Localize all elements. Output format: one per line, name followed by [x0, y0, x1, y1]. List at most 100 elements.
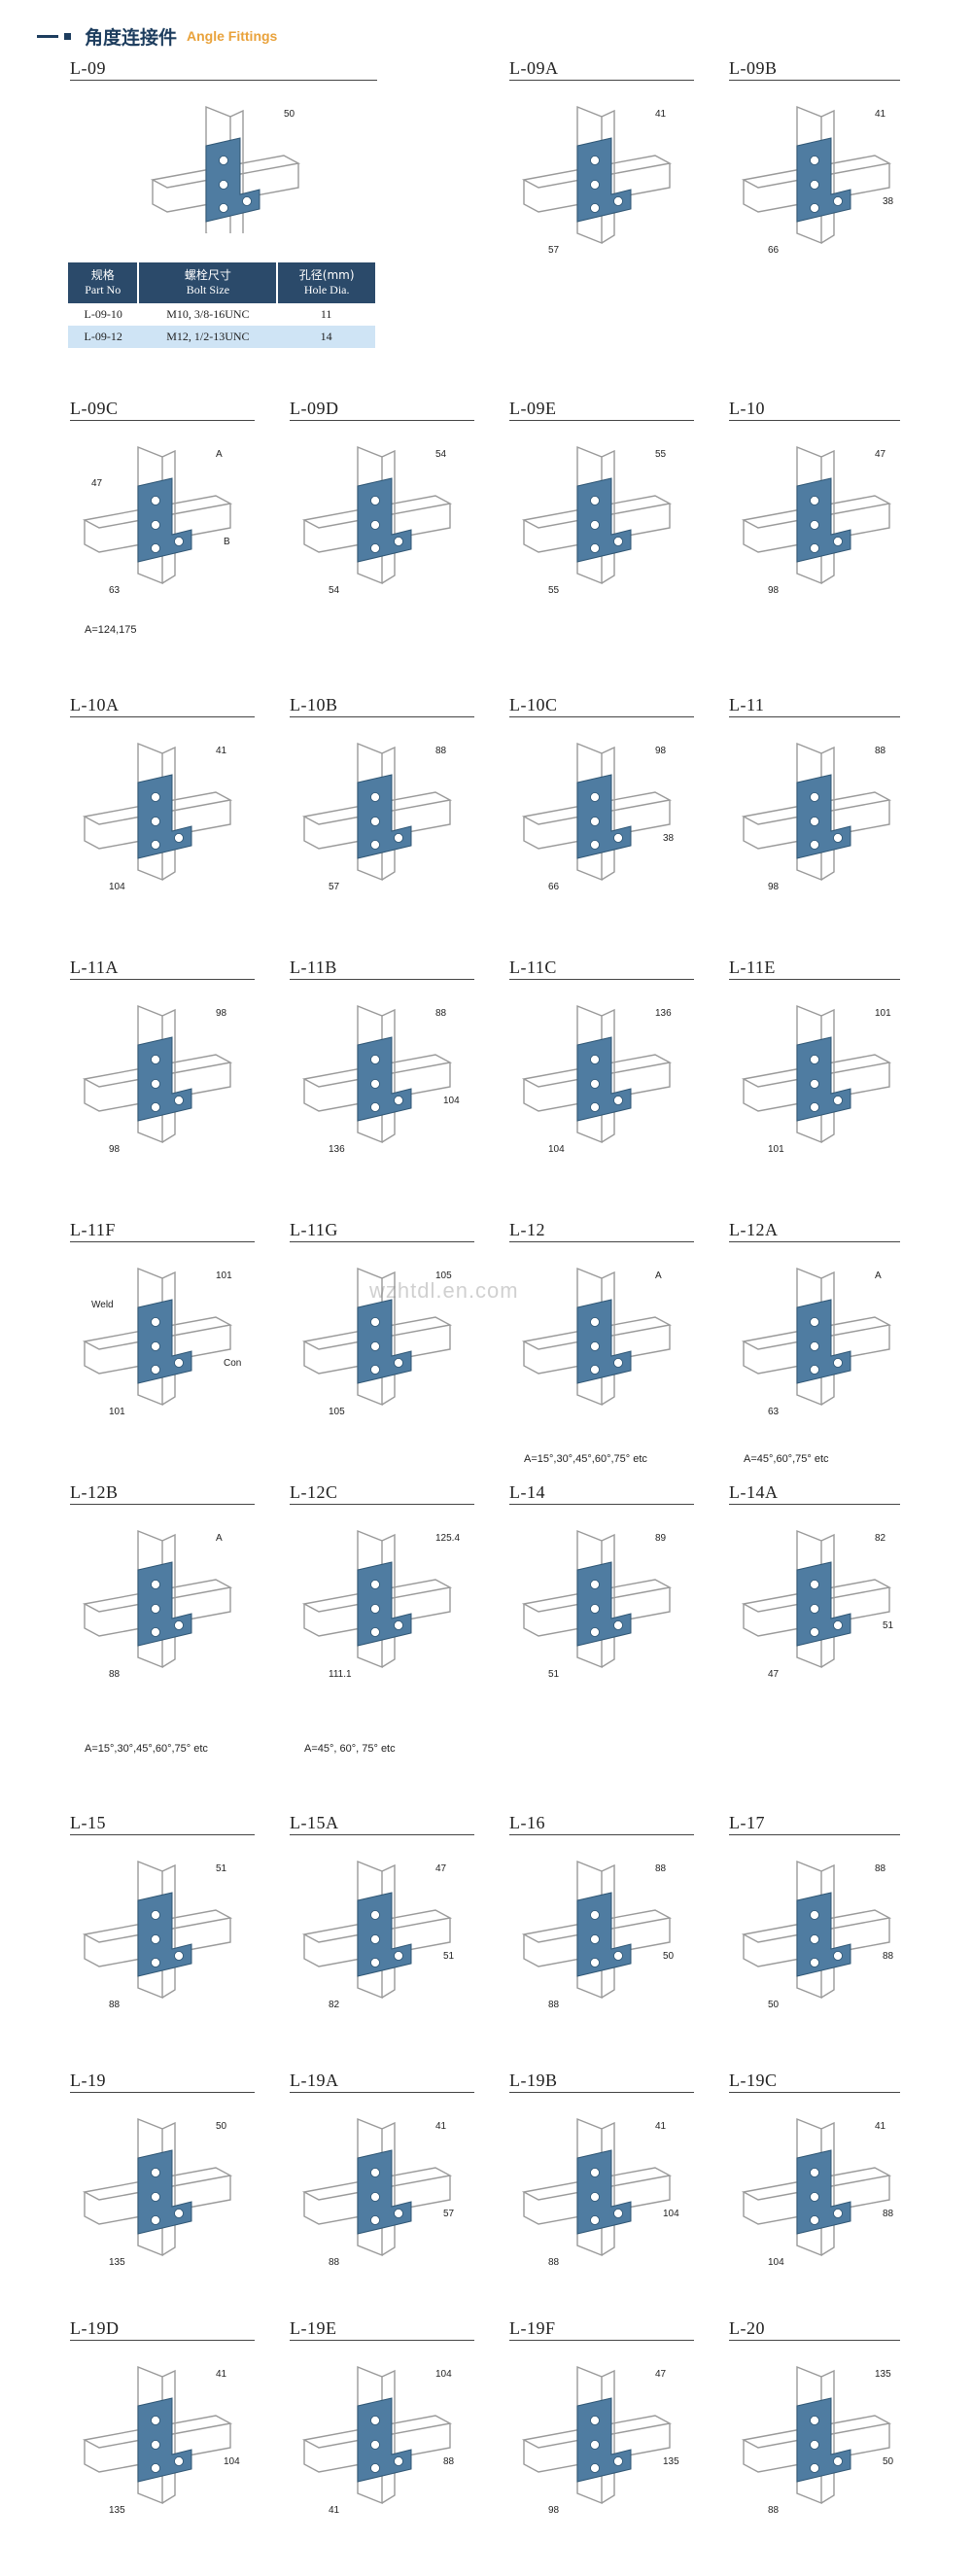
bolt-hole [810, 1365, 819, 1375]
fitting-code: L-10B [290, 695, 338, 714]
bolt-hole [370, 1317, 380, 1327]
bolt-hole [810, 1934, 819, 1944]
bolt-hole [370, 543, 380, 553]
dimension-label: 104 [224, 2456, 240, 2467]
dimension-label: B [224, 537, 230, 547]
bolt-hole [833, 1951, 843, 1961]
cell: 14 [277, 326, 375, 348]
dimension-label: 88 [548, 2000, 560, 2010]
dimension-label: 88 [655, 1863, 667, 1874]
dimension-label: 47 [768, 1669, 780, 1680]
bolt-hole [810, 2463, 819, 2473]
bracket-plate [796, 2149, 851, 2235]
bolt-hole [613, 2456, 623, 2466]
bolt-hole [242, 196, 252, 206]
fitting-code: L-12A [729, 1220, 779, 1239]
dimension-label: 135 [663, 2456, 679, 2467]
dimension-label: 66 [548, 882, 560, 892]
col-hole-dia: 孔径(mm)Hole Dia. [277, 262, 375, 303]
bolt-hole [151, 2416, 160, 2425]
table-row: L-09-12 M12, 1/2-13UNC 14 [68, 326, 375, 348]
bolt-hole [833, 2456, 843, 2466]
divider [509, 1241, 694, 1242]
dimension-label: 136 [655, 1008, 672, 1019]
divider [509, 2340, 694, 2341]
angle-note: A=45°,60°,75° etc [744, 1453, 829, 1465]
bolt-hole [590, 1341, 600, 1351]
bolt-hole [370, 1341, 380, 1351]
bolt-hole [590, 1910, 600, 1920]
bracket-plate [576, 477, 632, 563]
cell: M10, 3/8-16UNC [138, 303, 278, 326]
bolt-hole [833, 537, 843, 546]
bracket-plate [576, 2397, 632, 2483]
bolt-hole [810, 840, 819, 850]
divider [70, 2092, 255, 2093]
fitting-code: L-11G [290, 1220, 338, 1239]
dimension-label: 63 [768, 1407, 780, 1417]
cell: 11 [277, 303, 375, 326]
divider [70, 1834, 255, 1835]
fitting-code: L-10C [509, 695, 558, 714]
bolt-hole [810, 1604, 819, 1614]
bolt-hole [151, 2168, 160, 2177]
fitting-drawing: A [521, 1267, 673, 1407]
dimension-label: 135 [109, 2257, 125, 2268]
bolt-hole [370, 496, 380, 505]
divider [70, 1504, 255, 1505]
fitting-code: L-11C [509, 957, 557, 977]
fitting-code: L-14A [729, 1482, 779, 1502]
dimension-label: 111.1 [329, 1669, 352, 1680]
bolt-hole [151, 2215, 160, 2225]
fitting-code: L-14 [509, 1482, 545, 1502]
dimension-label: 104 [768, 2257, 784, 2268]
bolt-hole [590, 1102, 600, 1112]
dimension-label: 104 [548, 1144, 565, 1155]
bolt-hole [394, 1358, 403, 1368]
bolt-hole [613, 1358, 623, 1368]
bolt-hole [590, 180, 600, 190]
divider [70, 716, 255, 717]
fitting-drawing: 5047 [150, 105, 301, 233]
divider [290, 420, 474, 421]
cell: L-09-12 [68, 326, 139, 348]
bolt-hole [590, 203, 600, 213]
bolt-hole [810, 1055, 819, 1064]
bracket-plate [357, 1036, 412, 1122]
bolt-hole [590, 2192, 600, 2202]
divider [70, 1241, 255, 1242]
dimension-label: 88 [883, 2209, 894, 2219]
bolt-hole [370, 1055, 380, 1064]
divider [290, 1834, 474, 1835]
bracket-plate [137, 2397, 192, 2483]
fitting-code: L-09B [729, 58, 778, 78]
fitting-code: L-09D [290, 399, 339, 418]
bolt-hole [370, 792, 380, 802]
bolt-hole [151, 1055, 160, 1064]
fitting-code: L-12 [509, 1220, 545, 1239]
bracket-plate [796, 774, 851, 859]
bolt-hole [370, 520, 380, 530]
bolt-hole [590, 1934, 600, 1944]
dimension-label: 47 [655, 2369, 667, 2380]
bracket-plate [137, 1036, 192, 1122]
bolt-hole [219, 156, 228, 165]
dimension-label: 41 [655, 109, 667, 120]
bolt-hole [810, 2192, 819, 2202]
dimension-label: A [216, 1533, 223, 1544]
bracket-plate [137, 477, 192, 563]
dimension-label: 57 [443, 2209, 455, 2219]
